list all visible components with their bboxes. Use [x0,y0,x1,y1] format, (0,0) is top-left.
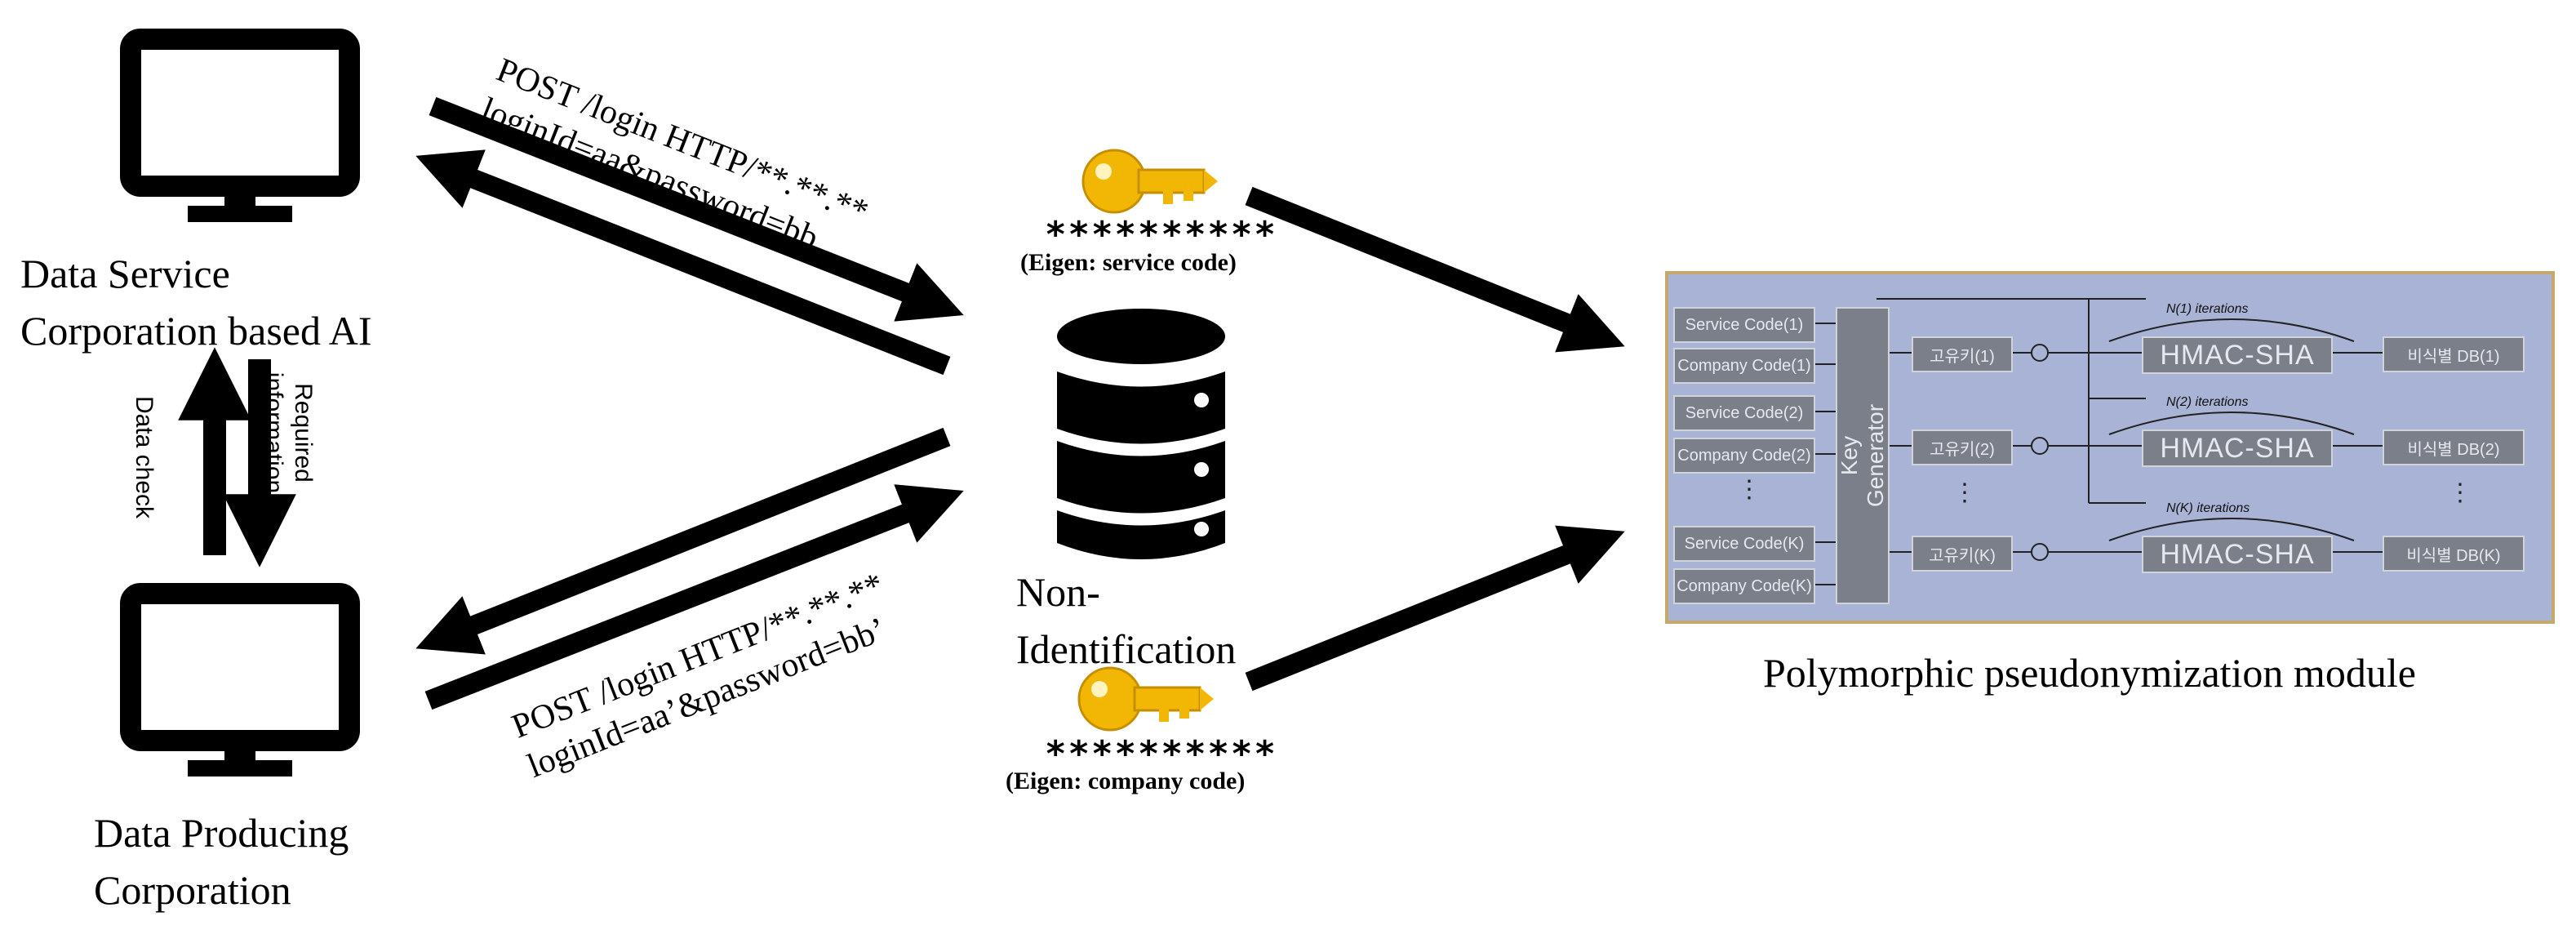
service-code-1-box: Service Code(1) [1673,307,1815,343]
database-label-line2: Identification [1016,626,1237,672]
bottom-request-arrow [424,484,964,710]
bottom-corp-label: Data Producing Corporation [94,804,349,919]
service-code-k-box: Service Code(K) [1673,526,1815,562]
unique-key-1-box: 고유키(1) [1912,336,2013,372]
hmac-sha-k-box: HMAC-SHA [2142,536,2333,573]
unique-key-2-box: 고유키(2) [1912,429,2013,465]
data-check-label: Data check [131,395,158,519]
top-monitor-icon [120,29,360,222]
top-corp-label-line1: Data Service [20,251,230,296]
required-info-line2: information [260,372,287,494]
top-corp-label-line2: Corporation based AI [20,308,372,354]
iterations-k-label: N(K) iterations [2166,501,2250,515]
key-generator-line1: Key [1837,435,1862,476]
service-key-stars: ********** [1045,214,1277,256]
top-corp-label: Data Service Corporation based AI [20,245,371,359]
bottom-response-arrow [415,427,951,655]
database-label: Non- Identification [1016,563,1236,678]
key-generator-box: Key Generator [1836,307,1890,604]
module-ellipsis-dbs: ⋮ [2448,479,2472,506]
unique-key-k-box: 고유키(K) [1912,536,2013,572]
pseudonymization-module-panel: Service Code(1) Company Code(1) Service … [1665,271,2555,624]
service-key-note: (Eigen: service code) [1020,249,1237,276]
iterations-2-label: N(2) iterations [2166,395,2249,409]
database-label-line1: Non- [1016,569,1100,615]
key-generator-line2: Generator [1863,403,1888,508]
required-info-label: Required information [259,372,318,493]
module-ellipsis-codes: ⋮ [1737,476,1761,503]
module-ellipsis-keys: ⋮ [1952,479,1977,506]
bottom-monitor-icon [120,583,360,776]
company-key-stars: ********** [1045,733,1277,775]
top-request-arrow [429,96,964,322]
bottom-corp-label-line2: Corporation [94,867,291,913]
hmac-sha-2-box: HMAC-SHA [2142,429,2333,467]
company-key-note: (Eigen: company code) [1006,768,1246,794]
module-connectors [1815,298,2383,585]
required-info-line1: Required [290,383,317,483]
company-code-k-box: Company Code(K) [1673,568,1815,604]
company-key-arrow [1245,525,1625,692]
non-identified-db-2-box: 비식별 DB(2) [2383,429,2525,465]
hmac-sha-1-box: HMAC-SHA [2142,336,2333,374]
service-code-2-box: Service Code(2) [1673,395,1815,431]
non-identified-db-1-box: 비식별 DB(1) [2383,336,2525,372]
service-key-icon [1081,149,1218,214]
company-key-icon [1077,666,1214,732]
database-icon [1057,309,1225,559]
key-generator-label: Key Generator [1837,404,1889,507]
company-code-1-box: Company Code(1) [1673,348,1815,384]
service-key-arrow [1245,186,1625,353]
top-response-arrow [415,149,951,376]
bottom-corp-label-line1: Data Producing [94,810,349,856]
company-code-2-box: Company Code(2) [1673,438,1815,474]
iterations-1-label: N(1) iterations [2166,302,2249,316]
non-identified-db-k-box: 비식별 DB(K) [2383,536,2525,572]
module-title: Polymorphic pseudonymization module [1763,650,2416,696]
